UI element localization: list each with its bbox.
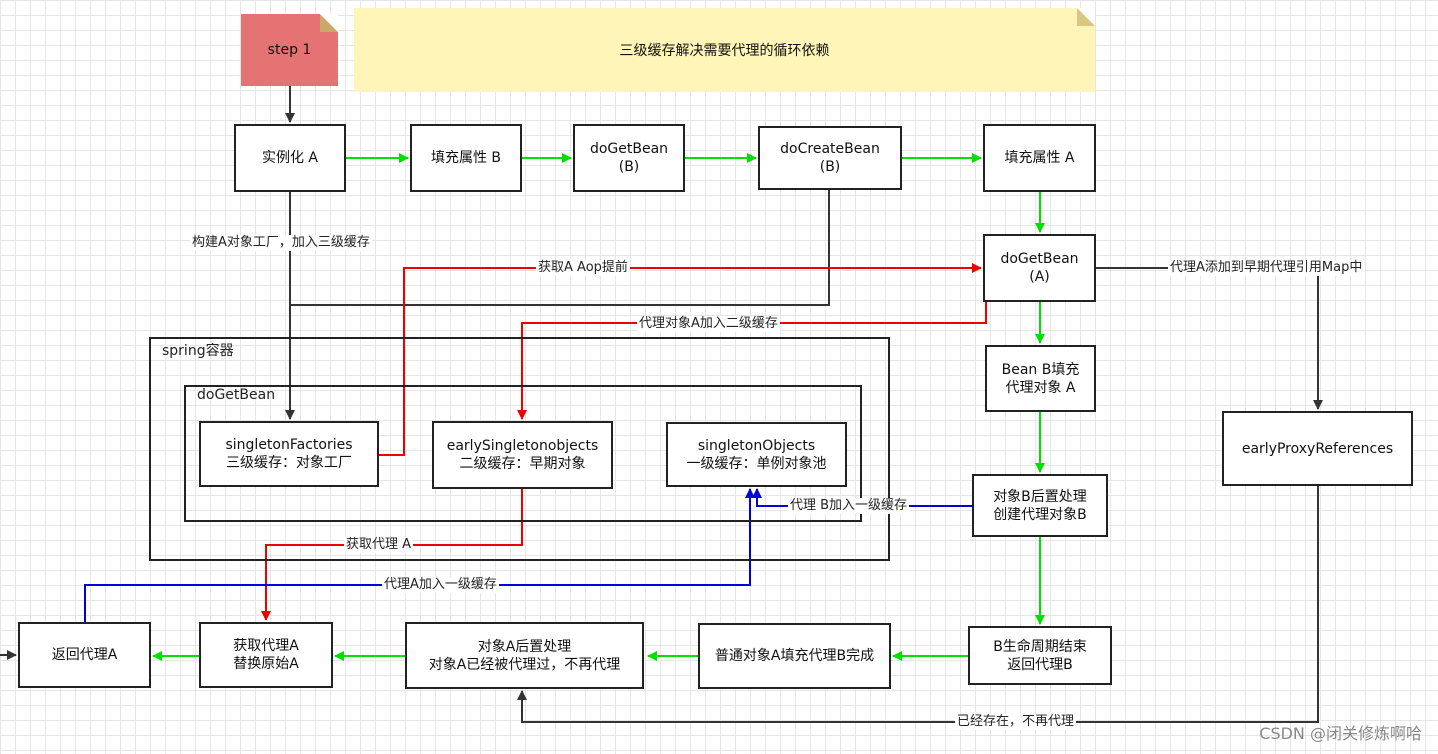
a-post-process-line1: 对象A后置处理 bbox=[477, 638, 572, 655]
bean-b-fill-line2: 代理对象 A bbox=[1005, 379, 1076, 396]
return-proxy-a-label: 返回代理A bbox=[51, 647, 118, 663]
do-get-bean-a-line1: doGetBean bbox=[1000, 251, 1079, 267]
bean-b-fill-line1: Bean B填充 bbox=[1001, 361, 1080, 378]
title-note-fold bbox=[1077, 8, 1095, 26]
singleton-objects-line2: 一级缓存：单例对象池 bbox=[686, 455, 827, 472]
early-proxy-references-label: earlyProxyReferences bbox=[1241, 440, 1394, 457]
do-get-bean-a-node[interactable]: doGetBean (A) bbox=[983, 234, 1096, 302]
get-proxy-a-node[interactable]: 获取代理A 替换原始A bbox=[199, 622, 333, 688]
early-singleton-objects-line2: 二级缓存：早期对象 bbox=[459, 456, 586, 472]
early-proxy-references-node[interactable]: earlyProxyReferences bbox=[1222, 411, 1413, 486]
edge-label-proxy-b-level1: 代理 B加入一级缓存 bbox=[788, 498, 910, 514]
edge-label-get-aop-early: 获取A Aop提前 bbox=[536, 260, 630, 276]
fill-prop-a-label: 填充属性 A bbox=[1004, 150, 1075, 166]
get-proxy-a-line1: 获取代理A bbox=[233, 638, 299, 654]
edge-factories-to-geta bbox=[379, 263, 982, 456]
do-get-bean-a-line2: (A) bbox=[1029, 269, 1050, 285]
early-singleton-objects-line1: earlySingletonobjects bbox=[446, 438, 599, 454]
return-proxy-a-node[interactable]: 返回代理A bbox=[18, 622, 151, 688]
edge-label-proxy-a-level1: 代理A加入一级缓存 bbox=[382, 577, 499, 593]
b-post-process-node[interactable]: 对象B后置处理 创建代理对象B bbox=[972, 474, 1108, 537]
edge-early-refs-to-a-post bbox=[517, 486, 1319, 723]
title-note-text: 三级缓存解决需要代理的循环依赖 bbox=[619, 43, 830, 59]
instantiate-a-node[interactable]: 实例化 A bbox=[234, 124, 346, 192]
do-get-bean-container bbox=[184, 385, 862, 522]
b-lifecycle-end-line2: 返回代理B bbox=[1007, 656, 1073, 673]
fill-prop-a-node[interactable]: 填充属性 A bbox=[983, 124, 1096, 192]
b-lifecycle-end-line1: B生命周期结束 bbox=[993, 638, 1087, 655]
do-create-bean-b-node[interactable]: doCreateBean (B) bbox=[758, 126, 902, 190]
early-singleton-objects-node[interactable]: earlySingletonobjects 二级缓存：早期对象 bbox=[432, 421, 613, 489]
step-note: step 1 bbox=[241, 14, 338, 86]
watermark: CSDN @闭关修炼啊哈 bbox=[1259, 724, 1422, 743]
singleton-factories-line1: singletonFactories bbox=[225, 437, 353, 453]
edge-label-already-exists: 已经存在，不再代理 bbox=[955, 714, 1077, 730]
edge-create-b-to-factories bbox=[290, 190, 830, 306]
normal-a-fill-node[interactable]: 普通对象A填充代理B完成 bbox=[698, 623, 891, 689]
edge-label-add-to-early-map: 代理A添加到早期代理引用Map中 bbox=[1168, 260, 1365, 276]
spring-container-label: spring容器 bbox=[162, 343, 234, 359]
edge-label-get-proxy-a: 获取代理 A bbox=[344, 537, 414, 553]
fill-prop-b-label: 填充属性 B bbox=[430, 150, 502, 166]
singleton-objects-line1: singletonObjects bbox=[697, 437, 816, 454]
do-create-bean-b-line2: (B) bbox=[819, 159, 841, 175]
edge-label-build-factory: 构建A对象工厂，加入三级缓存 bbox=[190, 235, 372, 251]
b-lifecycle-end-node[interactable]: B生命周期结束 返回代理B bbox=[968, 626, 1112, 685]
step-note-fold bbox=[320, 14, 338, 32]
singleton-factories-node[interactable]: singletonFactories 三级缓存：对象工厂 bbox=[199, 421, 379, 487]
do-get-bean-b-line2: (B) bbox=[618, 159, 640, 175]
edge-get-a-to-early-refs bbox=[1095, 267, 1323, 410]
b-post-process-line2: 创建代理对象B bbox=[993, 506, 1087, 523]
b-post-process-line1: 对象B后置处理 bbox=[993, 488, 1087, 505]
a-post-process-node[interactable]: 对象A后置处理 对象A已经被代理过，不再代理 bbox=[405, 622, 644, 689]
edge-label-add-level2: 代理对象A加入二级缓存 bbox=[637, 316, 780, 332]
spring-container bbox=[149, 337, 890, 561]
step-note-text: step 1 bbox=[267, 42, 312, 58]
do-create-bean-b-line1: doCreateBean bbox=[780, 141, 880, 157]
fill-prop-b-node[interactable]: 填充属性 B bbox=[410, 124, 522, 192]
do-get-bean-b-line1: doGetBean bbox=[589, 141, 669, 157]
do-get-bean-b-node[interactable]: doGetBean (B) bbox=[573, 124, 685, 192]
instantiate-a-label: 实例化 A bbox=[261, 150, 319, 166]
title-note: 三级缓存解决需要代理的循环依赖 bbox=[354, 8, 1095, 92]
singleton-factories-line2: 三级缓存：对象工厂 bbox=[226, 455, 352, 471]
a-post-process-line2: 对象A已经被代理过，不再代理 bbox=[428, 656, 621, 673]
normal-a-fill-label: 普通对象A填充代理B完成 bbox=[714, 648, 875, 664]
bean-b-fill-node[interactable]: Bean B填充 代理对象 A bbox=[985, 345, 1096, 412]
do-get-bean-container-label: doGetBean bbox=[197, 387, 276, 403]
singleton-objects-node[interactable]: singletonObjects 一级缓存：单例对象池 bbox=[666, 422, 847, 487]
get-proxy-a-line2: 替换原始A bbox=[233, 656, 299, 672]
